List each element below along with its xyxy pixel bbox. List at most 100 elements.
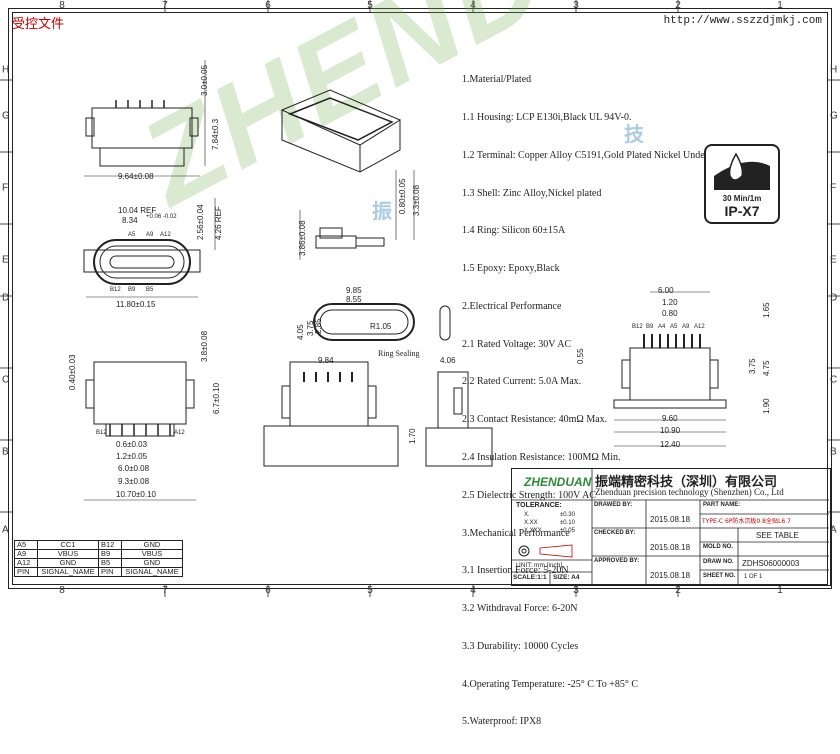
ruler-label: 3 <box>573 0 579 11</box>
pin-label: A12 <box>174 430 185 436</box>
dimension-label: 8.34 <box>122 216 138 225</box>
mold-no-value: SEE TABLE <box>756 531 799 540</box>
spec-line: 1.3 Shell: Zinc Alloy,Nickel plated <box>462 187 602 199</box>
dimension-label: 10.04 REF <box>118 206 157 215</box>
ring-sealing-view <box>313 303 451 341</box>
spec-line: 2.4 Insulation Resistance: 100MΩ Min. <box>462 452 621 463</box>
tolerance-value: ±0.05 <box>560 528 575 534</box>
pin-label: B12 <box>96 430 107 436</box>
ruler-label: 6 <box>265 585 271 596</box>
tolerance-xxx: X.XXX <box>524 528 542 534</box>
ruler-label: E <box>830 254 837 266</box>
pin-label: B9 <box>646 324 654 330</box>
bottom-front-view <box>84 361 196 501</box>
dimension-label: 9.84 <box>318 356 334 365</box>
table-row: A5 CC1 B12 GND <box>14 540 183 550</box>
ring-sealing-label: Ring Sealing <box>378 349 420 358</box>
dimension-label: 6.00 <box>658 286 674 295</box>
size-label: SIZE: A4 <box>553 574 580 581</box>
part-name-value: TYPE-C 6P防水沉板0.8全贴L6.7 <box>702 518 791 525</box>
spec-line: 2.1 Rated Voltage: 30V AC <box>462 338 572 350</box>
ruler-label: 1 <box>777 585 783 596</box>
tolerance-value: ±0.10 <box>560 520 575 526</box>
drawed-by-label: DRAWED BY: <box>594 502 633 508</box>
water-drop-icon <box>714 152 770 190</box>
draw-no-label: DRAW NO. <box>703 559 734 565</box>
ruler-label: 7 <box>162 0 168 11</box>
ruler-label: C <box>830 374 838 386</box>
tolerance-x: X. <box>524 512 530 518</box>
ruler-label: G <box>2 110 10 122</box>
tolerance-label: TOLERANCE: <box>516 502 562 509</box>
ruler-label: 7 <box>162 585 168 596</box>
pin-label: B5 <box>146 287 154 293</box>
tolerance-xx: X.XX <box>524 520 538 526</box>
technical-drawing <box>83 60 727 501</box>
pin-label: A4 <box>658 324 666 330</box>
ruler-label: 5 <box>367 585 373 596</box>
pin-label: A5 <box>670 324 678 330</box>
tolerance-value: ±0.30 <box>560 512 575 518</box>
dimension-label: R1.05 <box>370 322 392 331</box>
table-row: A9 VBUS B9 VBUS <box>14 549 183 559</box>
ruler-label: G <box>830 110 838 122</box>
spec-line: 3.3 Durability: 10000 Cycles <box>462 640 579 652</box>
spec-line: 1.5 Epoxy: Epoxy,Black <box>462 263 560 275</box>
ruler-label: F <box>830 182 837 194</box>
dimension-label: 4.06 <box>440 356 456 365</box>
pin-label: A9 <box>682 324 690 330</box>
dimension-label: 0.6±0.03 <box>116 440 148 449</box>
footprint-view <box>613 291 727 447</box>
bottom-mid-view <box>263 361 399 467</box>
sheet-no-label: SHEET NO. <box>703 573 736 579</box>
dimension-label: 12.40 <box>660 440 681 449</box>
front-view-top <box>84 60 206 177</box>
unit-label: UNIT: mm [inch] <box>516 562 563 569</box>
ruler-label: H <box>2 64 10 76</box>
spec-line: 2.5 Dielectric Strength: 100V AC <box>462 489 596 501</box>
ruler-label: D <box>830 292 838 304</box>
dimension-label: 9.85 <box>346 286 362 295</box>
spec-line: 2.Electrical Performance <box>462 300 562 312</box>
spec-line: 3.2 Withdraval Force: 6-20N <box>462 603 578 615</box>
spec-line: 1.1 Housing: LCP E130i,Black UL 94V-0. <box>462 111 632 123</box>
drawing-sheet: 8 7 6 5 4 3 2 1 8 7 6 5 4 3 2 1 H G F E … <box>0 0 840 727</box>
bottom-ruler: 8 7 6 5 4 3 2 1 <box>0 585 840 597</box>
company-name-en: Zhenduan precision technology (Shenzhen)… <box>595 487 784 497</box>
ruler-label: A <box>2 524 9 536</box>
pin-label: B12 <box>110 287 121 293</box>
ruler-label: 4 <box>470 585 476 596</box>
company-logo: ZHENDUAN <box>524 475 592 489</box>
ruler-label: 1 <box>777 0 783 11</box>
ruler-label: E <box>2 254 9 266</box>
ruler-label: 5 <box>367 0 373 11</box>
ruler-label: D <box>2 292 10 304</box>
website-url[interactable]: http://www.sszzdjmkj.com <box>663 15 822 27</box>
projection-symbol-icon <box>518 544 573 558</box>
ruler-label: B <box>830 446 837 458</box>
dimension-label: 10.70±0.10 <box>116 490 156 499</box>
controlled-document-tag: 受控文件 <box>12 17 65 32</box>
spec-line: 4.Operating Temperature: -25° C To +85° … <box>462 678 639 690</box>
dimension-label: 9.3±0.08 <box>118 477 150 486</box>
spec-line: 3.1 Insertion Force: 5-20N <box>462 565 569 577</box>
ruler-label: 2 <box>675 585 681 596</box>
ruler-label: 6 <box>265 0 271 11</box>
mold-no-label: MOLD NO. <box>703 544 733 550</box>
title-block-grid <box>511 468 829 584</box>
spec-line: 3.Mechanical Performance <box>462 527 570 539</box>
watermark-cn-text: 技 <box>624 122 644 146</box>
dimension-label: 6.0±0.08 <box>118 464 150 473</box>
dimension-label: 9.60 <box>662 414 678 423</box>
spec-line: 1.Material/Plated <box>462 74 532 86</box>
part-name-label: PART NAME: <box>703 502 741 508</box>
checked-date: 2015.08.18 <box>650 543 691 552</box>
ruler-label: H <box>830 64 838 76</box>
spec-line: 1.4 Ring: Silicon 60±15A <box>462 225 566 237</box>
dimension-label: 1.2±0.05 <box>116 452 148 461</box>
pin-assignment-table: A5 CC1 B12 GND A9 VBUS B9 VBUS A12 GND B… <box>14 540 183 577</box>
ruler-label: A <box>830 524 837 536</box>
dimension-label: 9.64±0.08 <box>118 172 154 181</box>
ruler-label: 3 <box>573 585 579 596</box>
ip-duration: 30 Min/1m <box>722 194 762 203</box>
